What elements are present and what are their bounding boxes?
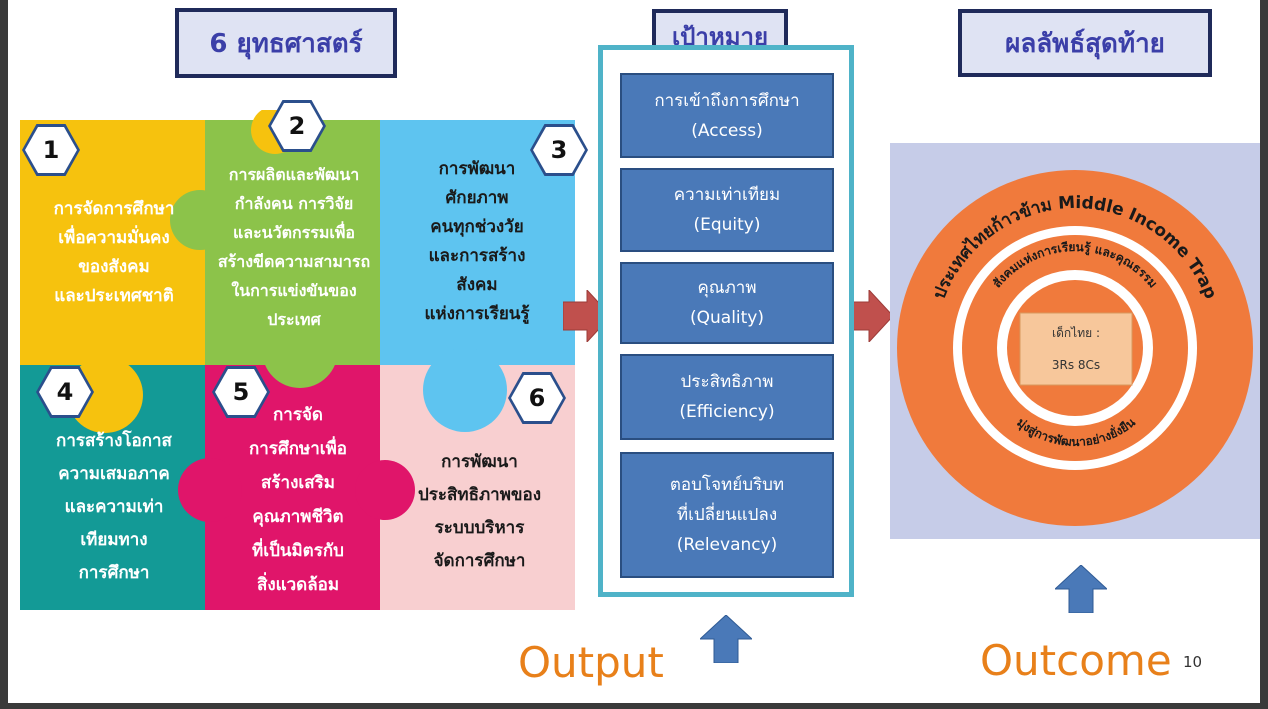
strategy-text-5: การจัด การศึกษาเพื่อ สร้างเสริม คุณภาพชี… bbox=[248, 405, 348, 595]
arrow-up-icon bbox=[700, 615, 752, 663]
strategy-badge-6: 6 bbox=[508, 372, 566, 424]
strategy-text-3: การพัฒนา ศักยภาพ คนทุกช่วงวัย และการสร้า… bbox=[424, 159, 530, 324]
center-box bbox=[1019, 312, 1133, 386]
goal-efficiency: ประสิทธิภาพ (Efficiency) bbox=[620, 354, 834, 440]
puzzle-knob-3 bbox=[262, 312, 338, 388]
output-caption: Output bbox=[518, 638, 664, 687]
outcome-caption: Outcome bbox=[980, 636, 1172, 685]
puzzle-knob-1 bbox=[67, 357, 143, 433]
strategy-text-6: การพัฒนา ประสิทธิภาพของ ระบบบริหาร จัดกา… bbox=[417, 452, 542, 571]
arrow-up-icon bbox=[1055, 565, 1107, 613]
outcome-circle: ประเทศไทยก้าวข้าม Middle Income Trap สัง… bbox=[897, 170, 1253, 526]
strategy-text-1: การจัดการศึกษา เพื่อความมั่นคง ของสังคม … bbox=[53, 199, 175, 306]
strategy-text-2: การผลิตและพัฒนา กำลังคน การวิจัย และนวัต… bbox=[217, 165, 371, 329]
goal-access: การเข้าถึงการศึกษา (Access) bbox=[620, 73, 834, 158]
header-strategies-label: 6 ยุทธศาสตร์ bbox=[209, 28, 363, 59]
page-number: 10 bbox=[1183, 653, 1203, 671]
slide-border-right bbox=[1260, 0, 1268, 709]
goal-equity: ความเท่าเทียม (Equity) bbox=[620, 168, 834, 252]
puzzle-graphic bbox=[20, 110, 575, 610]
slide-border-left bbox=[0, 0, 8, 709]
header-results: ผลลัพธ์สุดท้าย bbox=[958, 9, 1212, 77]
puzzle-knob-4 bbox=[423, 348, 507, 432]
puzzle-knob-2 bbox=[170, 190, 230, 250]
strategy-badge-3: 3 bbox=[530, 124, 588, 176]
goal-relevancy: ตอบโจทย์บริบท ที่เปลี่ยนแปลง (Relevancy) bbox=[620, 452, 834, 578]
strategy-badge-1: 1 bbox=[22, 124, 80, 176]
header-strategies: 6 ยุทธศาสตร์ bbox=[175, 8, 397, 78]
center-line-1: เด็กไทย : bbox=[1052, 325, 1100, 340]
center-line-2: 3Rs 8Cs bbox=[1052, 358, 1100, 372]
slide-border-bottom bbox=[0, 703, 1268, 709]
puzzle-knob-6 bbox=[178, 458, 242, 522]
goal-quality: คุณภาพ (Quality) bbox=[620, 262, 834, 344]
strategy-text-4: การสร้างโอกาส ความเสมอภาค และความเท่า เท… bbox=[56, 431, 172, 583]
puzzle-knob-7 bbox=[355, 460, 415, 520]
header-results-label: ผลลัพธ์สุดท้าย bbox=[1005, 28, 1165, 59]
